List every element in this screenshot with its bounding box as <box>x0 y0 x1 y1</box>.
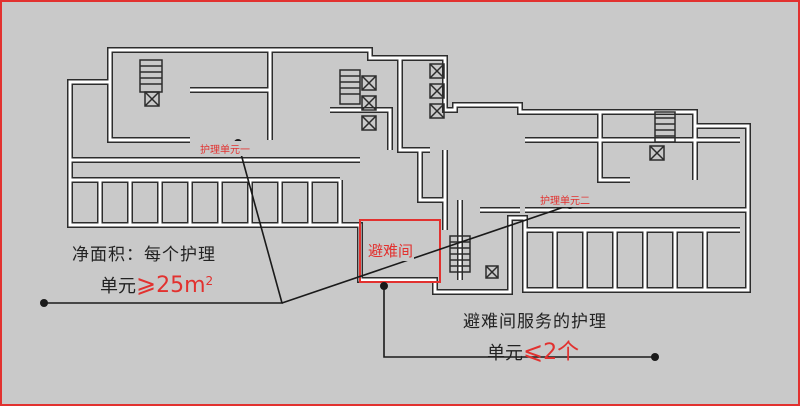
net-area-label-line2: 单元⩾25m2 <box>100 270 213 298</box>
net-area-prefix: 单元 <box>100 276 136 297</box>
net-area-symbol: ⩾ <box>136 270 157 298</box>
nursing-unit-2-label: 护理单元二 <box>538 192 592 207</box>
nursing-unit-1-label: 护理单元一 <box>198 141 252 156</box>
refuge-service-label-line2: 单元⩽2个 <box>487 334 579 366</box>
stair-elevator-blocks <box>139 59 676 279</box>
refuge-service-value: 2个 <box>543 340 580 365</box>
refuge-room-label: 避难间 <box>367 240 415 261</box>
refuge-room-outline <box>359 219 441 283</box>
net-area-sup: 2 <box>205 274 214 288</box>
net-area-value: 25m <box>156 273 206 298</box>
leader-lines <box>44 142 655 358</box>
refuge-service-label-line1: 避难间服务的护理 <box>463 312 607 332</box>
refuge-service-prefix: 单元 <box>487 343 523 364</box>
refuge-service-symbol: ⩽ <box>523 337 544 365</box>
net-area-label-line1: 净面积：每个护理 <box>72 245 216 265</box>
